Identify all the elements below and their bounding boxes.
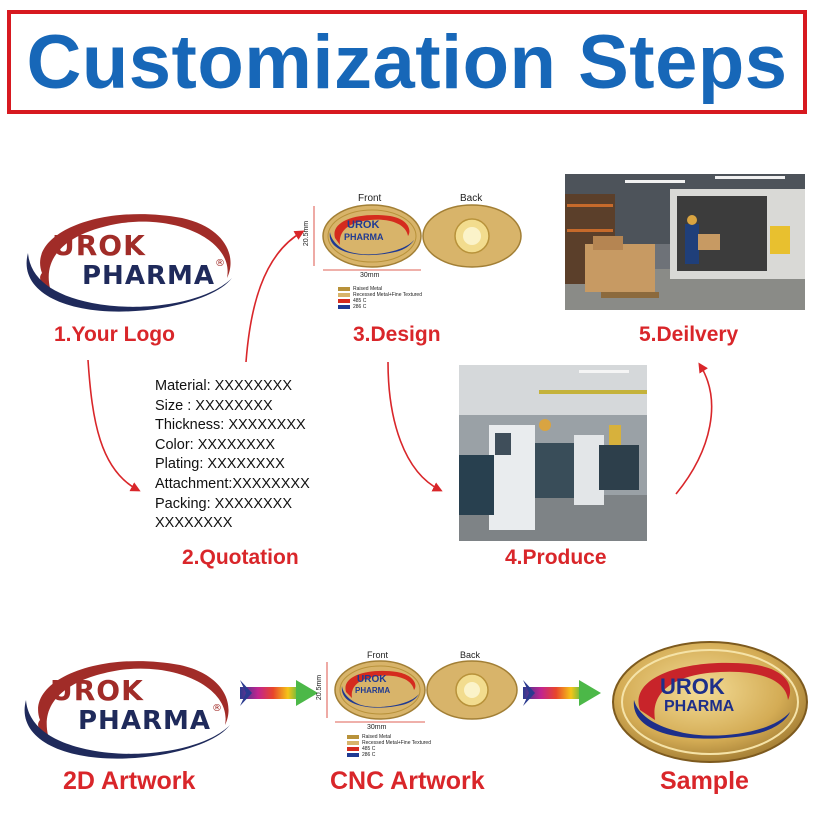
pin-text-urok: UROK (347, 219, 380, 231)
quotation-details: Material: XXXXXXXX Size : XXXXXXXX Thick… (155, 377, 355, 534)
legend-swatch (338, 287, 350, 291)
rainbow-arrow-2 (523, 680, 601, 706)
page-title: Customization Steps (26, 20, 788, 105)
quote-extra: XXXXXXXX (155, 515, 233, 532)
legend-485c: 485 C (347, 746, 375, 752)
pin-text-pharma: PHARMA (355, 686, 391, 695)
logo-text-pharma: PHARMA (78, 706, 211, 736)
delivery-scene-image (565, 174, 805, 310)
legend-recessed-metal: Recessed Metal+Fine Textured (338, 292, 422, 298)
factory-photo (459, 365, 647, 541)
registered-mark: ® (215, 258, 225, 269)
sample-text-urok: UROK (660, 674, 725, 699)
legend-485c: 485 C (338, 298, 366, 304)
legend-swatch (347, 753, 359, 757)
arrow-logo-to-quotation (87, 359, 141, 492)
front-label: Front (367, 650, 389, 660)
gold-pin-image (612, 641, 808, 763)
width-dimension: 30mm (367, 724, 387, 731)
bottom-label-cnc-artwork: CNC Artwork (330, 767, 485, 795)
sample-text-pharma: PHARMA (664, 698, 735, 715)
pin-text-pharma: PHARMA (344, 232, 384, 242)
arrow-design-to-produce (387, 361, 443, 492)
legend-swatch (347, 735, 359, 739)
factory-scene-image (459, 365, 647, 541)
height-dimension: 20.5mm (303, 220, 311, 247)
height-dimension: 20.5mm (316, 674, 324, 701)
logo-text-pharma: PHARMA (82, 261, 215, 291)
pin-text-urok: UROK (357, 674, 387, 685)
back-label: Back (460, 650, 481, 660)
width-dimension: 30mm (360, 272, 380, 279)
sample-pin: UROK PHARMA (610, 640, 810, 765)
quote-packing: Packing: XXXXXXXX (155, 495, 293, 512)
step-label-delivery: 5.Deilvery (639, 323, 739, 346)
step-label-quotation: 2.Quotation (182, 546, 299, 569)
delivery-photo (565, 174, 805, 310)
arrow-quotation-to-design (245, 230, 305, 363)
quote-thickness: Thickness: XXXXXXXX (155, 417, 306, 434)
step-label-your-logo: 1.Your Logo (54, 323, 175, 346)
logo-text-urok: UROK (52, 229, 146, 262)
cnc-artwork-drawing: Front Back UROK PHARMA 30mm 20.5mm Raise… (315, 648, 535, 763)
quote-size: Size : XXXXXXXX (155, 397, 273, 414)
design-drawing: Front Back UROK PHARMA 30mm 20.5mm Raise… (300, 190, 540, 320)
rainbow-arrow-1 (240, 680, 318, 706)
legend-286c: 286 C (338, 304, 366, 310)
quote-plating: Plating: XXXXXXXX (155, 456, 285, 473)
legend-raised-metal: Raised Metal (338, 286, 382, 292)
legend-swatch (338, 299, 350, 303)
bottom-label-sample: Sample (660, 767, 749, 795)
quote-material: Material: XXXXXXXX (155, 378, 292, 394)
arrow-produce-to-delivery (675, 362, 713, 495)
step-label-design: 3.Design (353, 323, 441, 346)
front-label: Front (358, 193, 382, 204)
logo-text-urok: UROK (50, 674, 144, 707)
legend-swatch (347, 747, 359, 751)
legend-swatch (338, 305, 350, 309)
legend-raised-metal: Raised Metal (347, 734, 391, 740)
legend-swatch (338, 293, 350, 297)
legend-286c: 286 C (347, 752, 375, 758)
step-label-produce: 4.Produce (505, 546, 607, 569)
quote-color: Color: XXXXXXXX (155, 436, 276, 453)
registered-mark: ® (212, 703, 222, 714)
bottom-label-2d-artwork: 2D Artwork (63, 767, 196, 795)
urok-pharma-logo-2d: UROK PHARMA ® (20, 650, 235, 765)
urok-pharma-logo: UROK PHARMA ® (22, 203, 237, 318)
legend-recessed-metal: Recessed Metal+Fine Textured (347, 740, 431, 746)
quote-attachment: Attachment:XXXXXXXX (155, 475, 310, 492)
back-label: Back (460, 193, 483, 204)
cnc-pin-drawing (326, 660, 518, 723)
legend-swatch (347, 741, 359, 745)
title-banner: Customization Steps (7, 10, 807, 114)
pin-outline-drawing (313, 204, 522, 271)
